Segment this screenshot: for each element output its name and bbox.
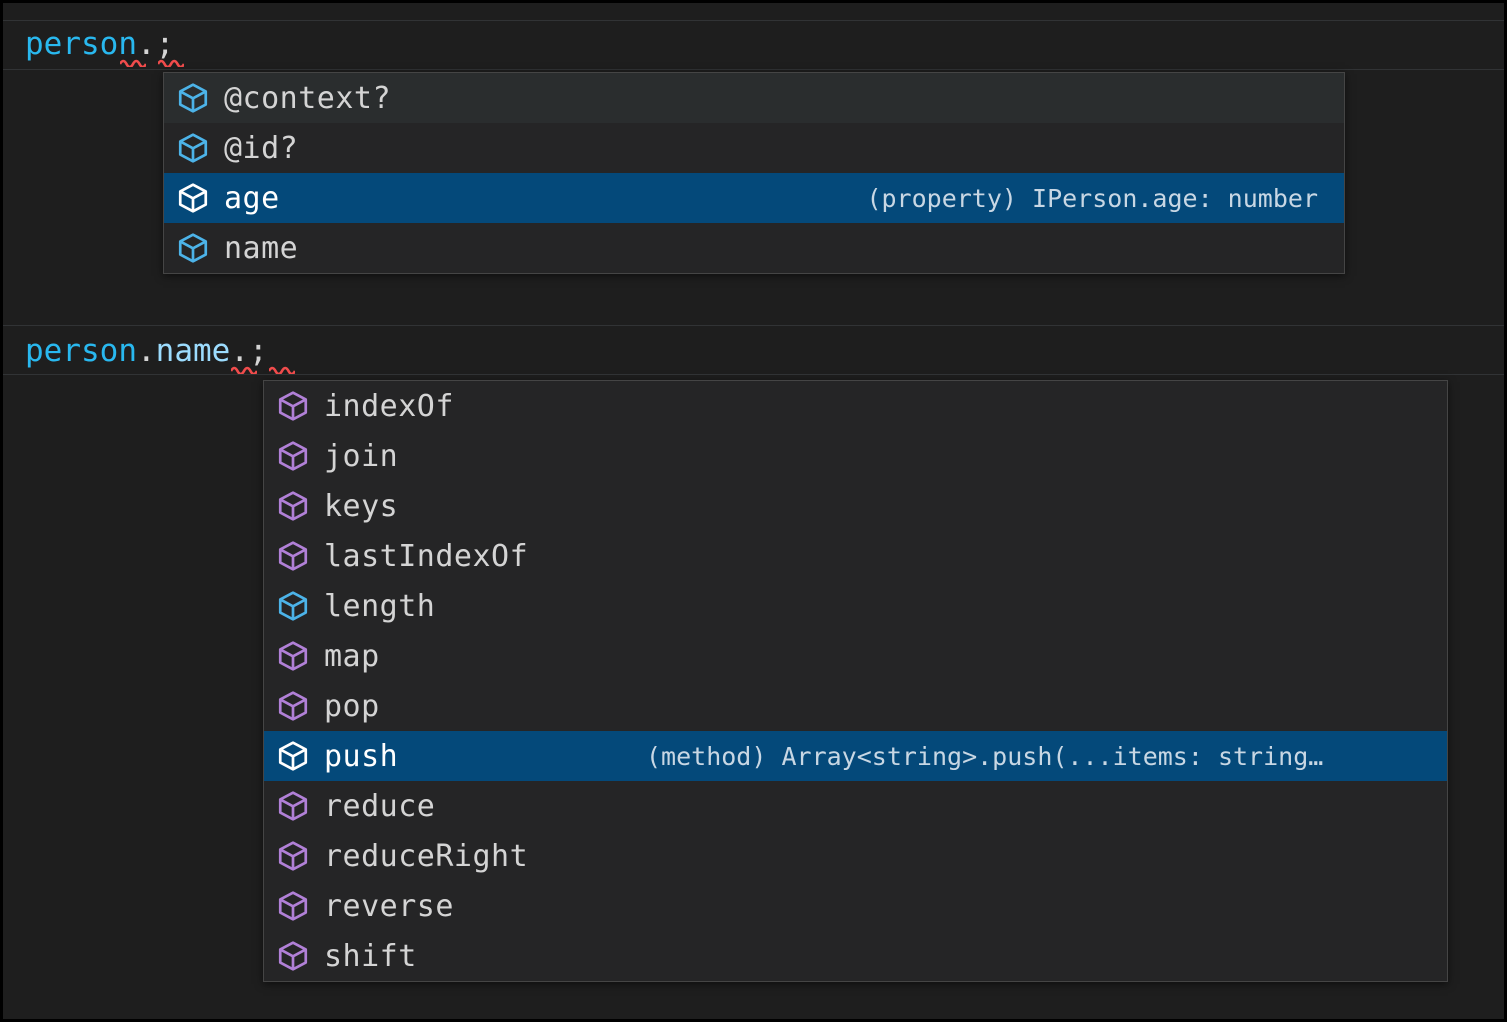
method-cube-icon <box>276 439 310 473</box>
suggest-widget-name[interactable]: indexOf join keys lastIndexOf length map pop pu… <box>263 380 1448 982</box>
method-cube-icon <box>276 789 310 823</box>
code-token-variable: person <box>25 26 137 62</box>
suggest-item-label: @context? <box>224 80 392 116</box>
code-token-punctuation: . <box>136 333 156 369</box>
editor-rule <box>3 20 1504 21</box>
suggest-item-indexof[interactable]: indexOf <box>264 381 1447 431</box>
code-line-person[interactable]: person.; <box>25 25 174 63</box>
suggest-item-label: join <box>324 438 399 474</box>
suggest-item-label: push <box>324 738 399 774</box>
suggest-item-label: reduce <box>324 788 436 824</box>
suggest-item-push[interactable]: push (method) Array<string>.push(...items… <box>264 731 1447 781</box>
suggest-item-label: keys <box>324 488 399 524</box>
suggest-item-label: shift <box>324 938 417 974</box>
code-line-person-name[interactable]: person.name.; <box>25 332 268 370</box>
method-cube-icon <box>276 639 310 673</box>
suggest-item-label: reverse <box>324 888 454 924</box>
suggest-item-pop[interactable]: pop <box>264 681 1447 731</box>
suggest-widget-person[interactable]: @context? @id? age (property) IPerson.age: … <box>163 72 1345 274</box>
suggest-item-lastindexof[interactable]: lastIndexOf <box>264 531 1447 581</box>
code-token-punctuation: . <box>230 333 249 369</box>
code-token-punctuation: ; <box>155 26 175 62</box>
suggest-item-detail: (property) IPerson.age: number <box>866 183 1318 213</box>
suggest-item-label: @id? <box>224 130 299 166</box>
suggest-item-shift[interactable]: shift <box>264 931 1447 981</box>
suggest-item-label: length <box>324 588 436 624</box>
suggest-item-age[interactable]: age (property) IPerson.age: number <box>164 173 1344 223</box>
suggest-item-label: reduceRight <box>324 838 529 874</box>
suggest-item-label: map <box>324 638 380 674</box>
method-cube-icon <box>276 739 310 773</box>
property-cube-icon <box>176 181 210 215</box>
code-editor[interactable]: person.; person.name.; @context?@id?age(… <box>3 3 1504 1019</box>
code-token-punctuation: . <box>136 26 156 62</box>
method-cube-icon <box>276 539 310 573</box>
editor-rule <box>3 69 1504 70</box>
suggest-item-name[interactable]: name <box>164 223 1344 273</box>
property-cube-icon <box>176 81 210 115</box>
suggest-item-map[interactable]: map <box>264 631 1447 681</box>
suggest-item-detail: (method) Array<string>.push(...items: st… <box>646 741 1324 771</box>
code-token-variable: person <box>25 333 137 369</box>
method-cube-icon <box>276 839 310 873</box>
suggest-item-length[interactable]: length <box>264 581 1447 631</box>
code-token-property: name <box>155 333 231 369</box>
suggest-item-keys[interactable]: keys <box>264 481 1447 531</box>
method-cube-icon <box>276 889 310 923</box>
suggest-item-reduceright[interactable]: reduceRight <box>264 831 1447 881</box>
method-cube-icon <box>276 489 310 523</box>
suggest-item-label: pop <box>324 688 380 724</box>
code-token-punctuation: ; <box>248 333 268 369</box>
suggest-item-label: name <box>224 230 299 266</box>
property-cube-icon <box>276 589 310 623</box>
property-cube-icon <box>176 231 210 265</box>
editor-rule <box>3 325 1504 326</box>
method-cube-icon <box>276 689 310 723</box>
suggest-item-join[interactable]: join <box>264 431 1447 481</box>
suggest-item-label: indexOf <box>324 388 454 424</box>
editor-rule <box>3 374 1504 375</box>
method-cube-icon <box>276 939 310 973</box>
suggest-item-reduce[interactable]: reduce <box>264 781 1447 831</box>
suggest-item-label: age <box>224 180 280 216</box>
suggest-item-id[interactable]: @id? <box>164 123 1344 173</box>
method-cube-icon <box>276 389 310 423</box>
suggest-item-label: lastIndexOf <box>324 538 529 574</box>
error-squiggle-icon <box>269 365 295 374</box>
suggest-item-reverse[interactable]: reverse <box>264 881 1447 931</box>
suggest-item-context[interactable]: @context? <box>164 73 1344 123</box>
property-cube-icon <box>176 131 210 165</box>
